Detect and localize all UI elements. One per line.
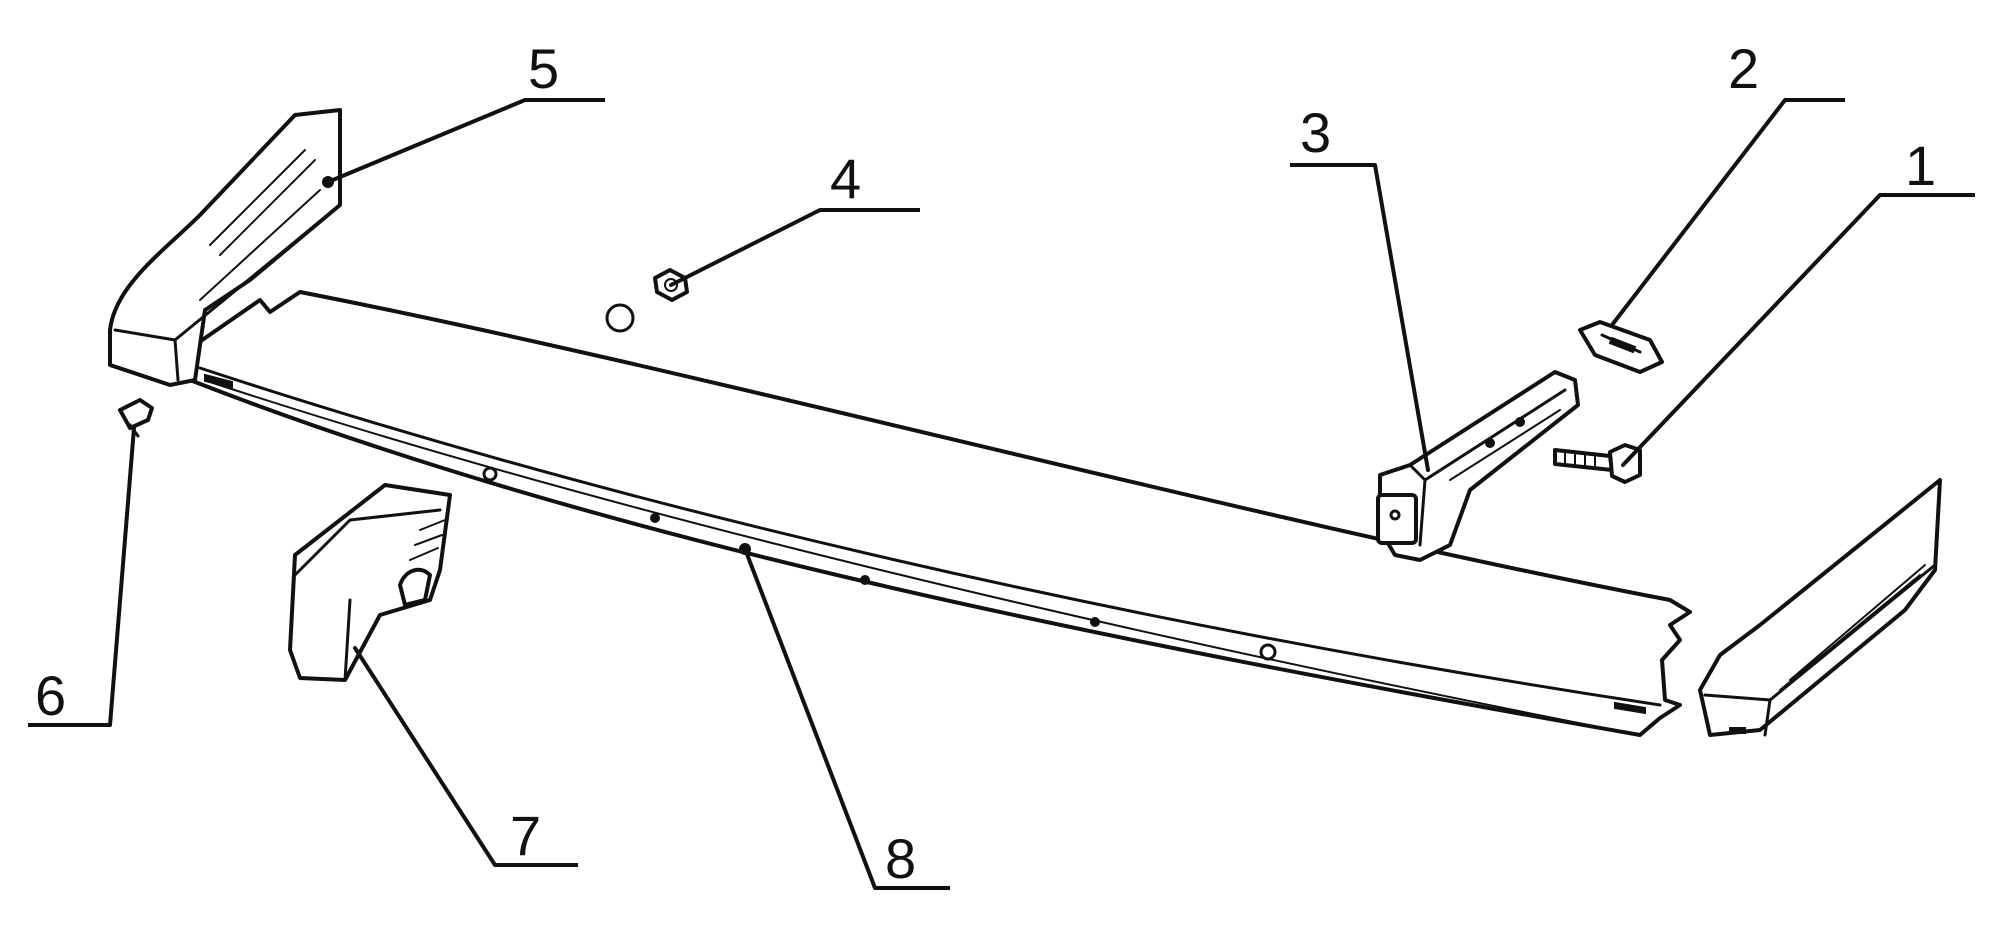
callout-label-4: 4 (830, 147, 861, 210)
leader-4 (669, 208, 822, 287)
mounting-bracket (1376, 370, 1580, 562)
callout-label-1: 1 (1905, 134, 1936, 197)
callout-label-6: 6 (35, 664, 66, 727)
spring-clip (1578, 320, 1664, 374)
leader-lines (28, 98, 1975, 890)
lower-end-block (288, 483, 452, 682)
callout-label-8: 8 (885, 827, 916, 890)
leader-1 (1621, 193, 1882, 467)
leader-7 (353, 646, 497, 867)
callout-label-3: 3 (1300, 101, 1331, 164)
callout-labels: 1 2 3 4 5 6 7 8 (35, 37, 1936, 890)
bumper-beam (188, 290, 1692, 737)
small-screw (118, 398, 154, 438)
leader-2 (1610, 98, 1787, 327)
nut-and-washer (605, 268, 689, 333)
leader-5 (326, 98, 527, 184)
leader-6 (108, 426, 136, 727)
callout-label-5: 5 (528, 37, 559, 100)
left-end-cap (108, 108, 342, 387)
callout-label-7: 7 (510, 804, 541, 867)
bolt (1553, 443, 1642, 484)
leader-3 (1373, 163, 1430, 472)
right-end-cap (1698, 478, 1942, 737)
leader-8 (743, 547, 877, 890)
callout-label-2: 2 (1728, 37, 1759, 100)
